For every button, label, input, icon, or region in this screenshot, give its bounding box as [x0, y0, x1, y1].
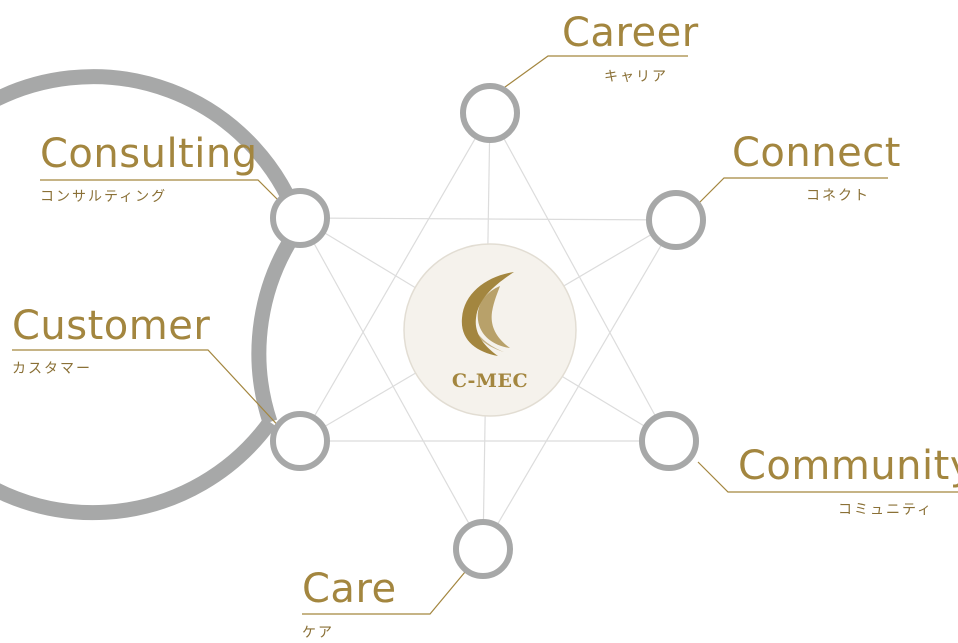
label-connect-jp: コネクト [806, 188, 870, 204]
outer-ring-arc-left [251, 221, 307, 425]
cmec-logo-icon [461, 272, 514, 356]
label-consulting-en[interactable]: Consulting [40, 131, 258, 177]
label-community-jp: コミュニティ [838, 502, 934, 518]
label-consulting-jp: コンサルティング [40, 189, 168, 205]
outer-ring-arc [0, 69, 308, 521]
node-community[interactable] [639, 411, 699, 471]
web-line [299, 112, 491, 442]
label-career-en[interactable]: Career [562, 10, 699, 56]
node-customer[interactable] [270, 411, 330, 471]
center-title: C-MEC [451, 370, 529, 392]
leader-line-customer [12, 349, 285, 433]
label-community-en[interactable]: Community [738, 443, 958, 489]
web-line [299, 217, 484, 550]
leader-line-connect [695, 177, 888, 207]
node-circles [270, 83, 706, 579]
label-care-en[interactable]: Care [302, 566, 397, 612]
leader-line-consulting [40, 179, 285, 207]
label-career-jp: キャリア [604, 69, 668, 85]
node-care[interactable] [453, 519, 513, 579]
node-connect[interactable] [646, 190, 706, 250]
label-connect-en[interactable]: Connect [732, 130, 901, 176]
leader-line-care [302, 565, 471, 615]
label-customer-jp: カスタマー [12, 361, 92, 377]
label-customer-en[interactable]: Customer [12, 303, 211, 349]
leader-line-community [697, 461, 958, 493]
node-consulting[interactable] [270, 188, 330, 248]
web-line [482, 219, 677, 550]
node-career[interactable] [460, 83, 520, 143]
label-care-jp: ケア [302, 625, 334, 641]
